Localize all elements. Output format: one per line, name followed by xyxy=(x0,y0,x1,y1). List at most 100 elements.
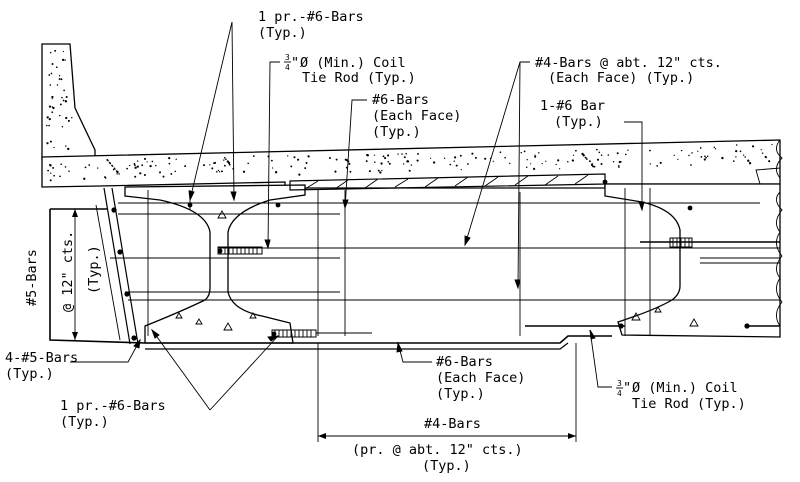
concrete-speck xyxy=(747,159,750,162)
reinforcing-bars xyxy=(95,179,780,345)
concrete-speck xyxy=(53,174,55,177)
concrete-speck xyxy=(673,154,675,156)
note-pair-at-12-cts-line2: (Typ.) xyxy=(422,458,471,474)
annotation-notes: 1 pr.-#6-Bars (Typ.) 3 4 " Ø (Min.) Coil… xyxy=(5,9,746,474)
concrete-speck xyxy=(567,160,569,163)
concrete-speck xyxy=(252,155,255,157)
concrete-speck xyxy=(64,100,68,103)
concrete-speck xyxy=(380,162,383,165)
concrete-speck xyxy=(139,172,142,175)
bar-dot xyxy=(187,202,193,208)
fraction-denominator-top: 4 xyxy=(285,63,290,72)
concrete-speck xyxy=(607,154,610,156)
concrete-speck xyxy=(134,166,137,169)
diaphragm-bottom-line xyxy=(145,342,569,350)
concrete-speck xyxy=(136,165,139,168)
concrete-speck xyxy=(374,161,376,163)
concrete-speck xyxy=(771,143,773,146)
concrete-speck xyxy=(407,160,410,163)
concrete-speck xyxy=(499,151,502,154)
concrete-speck xyxy=(45,124,48,127)
concrete-speck xyxy=(557,159,560,162)
concrete-speck xyxy=(65,116,68,120)
concrete-speck xyxy=(143,157,147,160)
bar-dot xyxy=(687,205,693,211)
concrete-speck xyxy=(627,149,629,151)
concrete-speck xyxy=(749,161,751,164)
concrete-speck xyxy=(600,162,603,166)
concrete-speck xyxy=(432,161,436,164)
concrete-speck xyxy=(688,154,690,157)
concrete-speck xyxy=(765,156,767,159)
note-four-bars-line1: #4-Bars @ abt. 12" cts. xyxy=(535,55,722,71)
concrete-speck xyxy=(61,125,64,128)
concrete-speck xyxy=(721,156,724,160)
note-coil-tie-rod-bottom-line2: Tie Rod (Typ.) xyxy=(632,396,746,412)
concrete-speck xyxy=(467,163,469,165)
concrete-speck xyxy=(365,160,368,163)
concrete-speck xyxy=(48,124,50,127)
concrete-speck xyxy=(768,160,771,163)
concrete-speck xyxy=(52,106,55,110)
concrete-speck xyxy=(454,156,457,159)
concrete-speck xyxy=(459,154,462,157)
dimension-lines xyxy=(72,209,577,442)
note-coil-tie-rod-bottom-line1: Ø (Min.) Coil xyxy=(632,380,738,396)
note-at-12-cts-vertical-line1: @ 12" cts. xyxy=(60,231,76,312)
concrete-speck xyxy=(402,163,405,165)
coil-tie-rod-right-upper xyxy=(640,237,780,248)
concrete-speck xyxy=(659,161,662,164)
concrete-speck xyxy=(211,167,214,170)
concrete-speck xyxy=(61,58,65,62)
concrete-speck xyxy=(760,149,762,151)
concrete-speck xyxy=(526,159,528,161)
concrete-speck xyxy=(50,172,52,174)
concrete-speck xyxy=(387,154,390,157)
concrete-speck xyxy=(455,164,458,167)
concrete-speck xyxy=(703,158,706,161)
concrete-speck xyxy=(64,166,67,168)
concrete-speck xyxy=(112,168,115,171)
concrete-speck xyxy=(379,171,382,174)
concrete-speck xyxy=(293,156,296,159)
concrete-speck xyxy=(401,153,403,155)
concrete-speck xyxy=(60,78,63,81)
concrete-speck xyxy=(691,152,693,154)
concrete-speck xyxy=(61,96,63,99)
concrete-speck xyxy=(298,173,301,176)
concrete-speck xyxy=(735,156,737,158)
right-girder xyxy=(604,183,781,338)
concrete-speck xyxy=(590,163,593,167)
bar-dot xyxy=(124,291,130,297)
note-pair-at-12-cts-line1: (pr. @ abt. 12" cts.) xyxy=(352,442,523,458)
concrete-speck xyxy=(751,145,755,148)
bar-dot xyxy=(744,323,750,329)
concrete-speck xyxy=(572,154,575,156)
concrete-speck xyxy=(443,157,446,159)
concrete-speck xyxy=(492,160,494,163)
concrete-speck xyxy=(538,152,540,154)
concrete-speck xyxy=(51,106,54,108)
concrete-speck xyxy=(705,156,707,159)
concrete-speck xyxy=(618,166,620,169)
concrete-speck xyxy=(287,155,289,157)
concrete-speck xyxy=(387,160,390,163)
note-one-6-bar-line1: 1-#6 Bar xyxy=(540,98,605,114)
concrete-speck xyxy=(62,99,65,102)
concrete-speck xyxy=(224,164,226,167)
concrete-speck xyxy=(600,154,603,156)
note-four-5-bars-line1: 4-#5-Bars xyxy=(5,350,78,366)
concrete-speck xyxy=(134,175,137,178)
concrete-speck xyxy=(555,163,557,166)
concrete-speck xyxy=(47,169,49,172)
concrete-speck xyxy=(58,114,61,117)
concrete-speck xyxy=(71,116,73,119)
bar-dot xyxy=(131,335,137,341)
concrete-speck xyxy=(209,164,211,166)
concrete-speck xyxy=(680,149,683,152)
concrete-speck xyxy=(612,160,615,163)
concrete-speck xyxy=(51,111,54,114)
concrete-speck xyxy=(213,162,215,164)
concrete-speck xyxy=(410,164,413,166)
